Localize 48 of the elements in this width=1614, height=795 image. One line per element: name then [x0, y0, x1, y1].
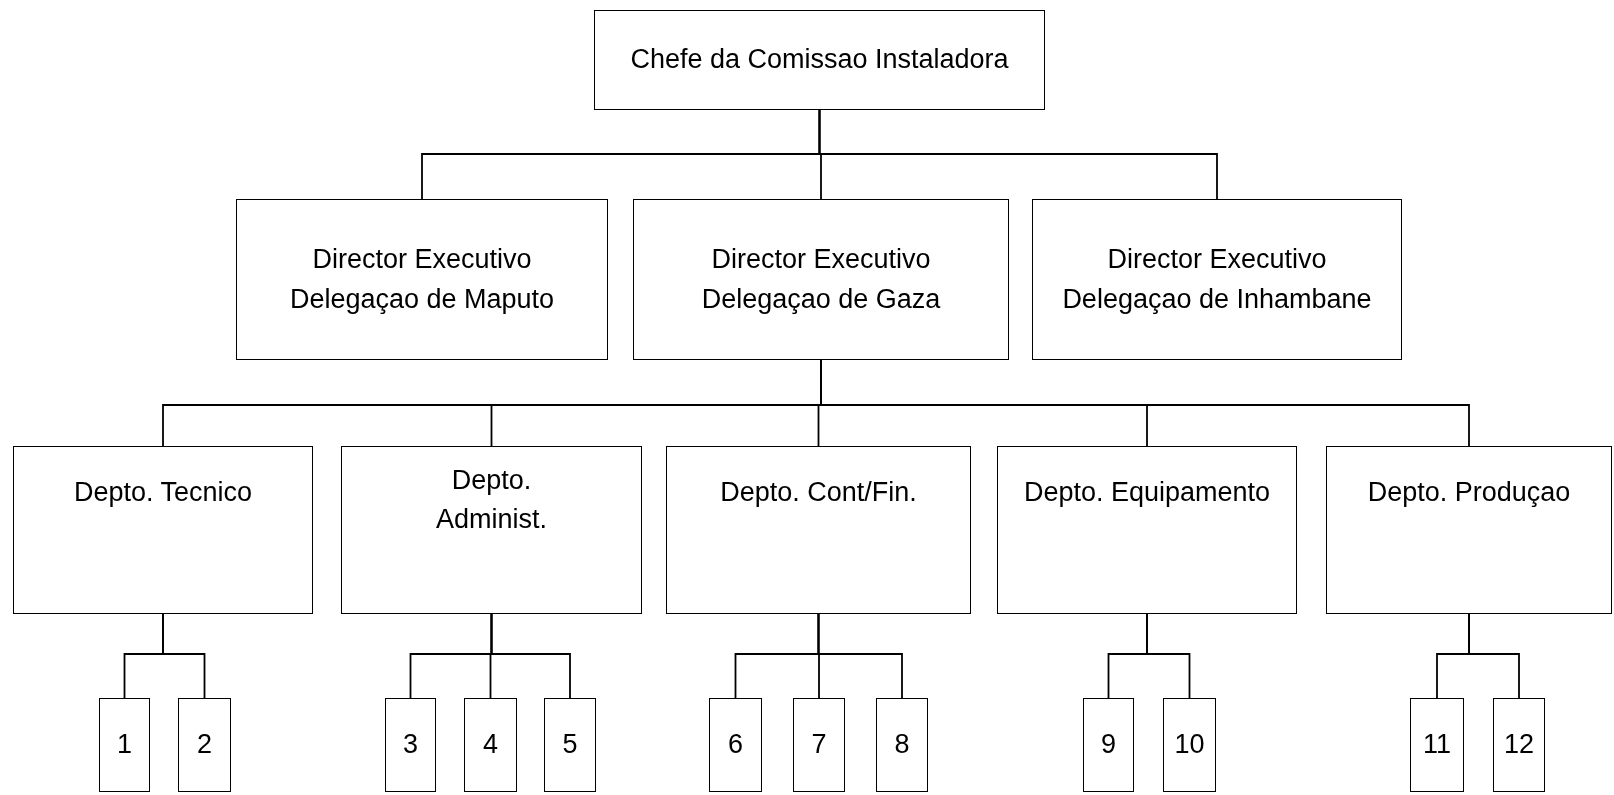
unit-box [178, 698, 231, 792]
box-label: Depto. Produçao [1367, 476, 1571, 509]
connector-line [162, 613, 206, 699]
unit-box [876, 698, 928, 792]
box-label: 12 [1503, 728, 1534, 762]
box-label: 8 [894, 728, 910, 762]
connector-line [490, 613, 571, 699]
unit-box [99, 698, 150, 792]
box-label: Director Executivo Delegaçao de Inhambane [1061, 243, 1373, 316]
unit-box [1163, 698, 1216, 792]
unit-box [464, 698, 517, 792]
unit-box [1083, 698, 1134, 792]
box-label: 7 [811, 728, 827, 762]
org-box [1032, 199, 1402, 360]
unit-box [544, 698, 596, 792]
box-label: Director Executivo Delegaçao de Gaza [700, 243, 942, 316]
box-label: Depto. Equipamento [1023, 476, 1271, 509]
org-box [633, 199, 1009, 360]
org-box [594, 10, 1045, 110]
box-label: 11 [1423, 728, 1451, 762]
connector-line [817, 613, 903, 699]
org-box [236, 199, 608, 360]
box-label: 2 [197, 728, 212, 762]
box-label: 5 [562, 728, 578, 762]
box-label: 3 [403, 728, 418, 762]
box-label: Chefe da Comissao Instaladora [630, 43, 1009, 77]
box-label: Depto. Cont/Fin. [720, 476, 917, 509]
org-box [1326, 446, 1612, 614]
org-box [13, 446, 313, 614]
box-label: Director Executivo Delegaçao de Maputo [288, 243, 556, 316]
box-label: 10 [1174, 728, 1205, 762]
box-label: 9 [1101, 728, 1116, 762]
connector-line [1468, 613, 1520, 699]
connector-line [1146, 613, 1191, 699]
box-label: 6 [728, 728, 743, 762]
org-box [341, 446, 642, 614]
unit-box [1410, 698, 1464, 792]
box-label: 4 [483, 728, 498, 762]
box-label: 1 [117, 728, 132, 762]
box-label: Depto. Tecnico [73, 476, 253, 509]
connector-line [818, 109, 1218, 200]
org-box [997, 446, 1297, 614]
unit-box [793, 698, 845, 792]
unit-box [385, 698, 436, 792]
org-box [666, 446, 971, 614]
box-label: Depto. Administ. [434, 464, 548, 537]
unit-box [709, 698, 762, 792]
unit-box [1493, 698, 1545, 792]
